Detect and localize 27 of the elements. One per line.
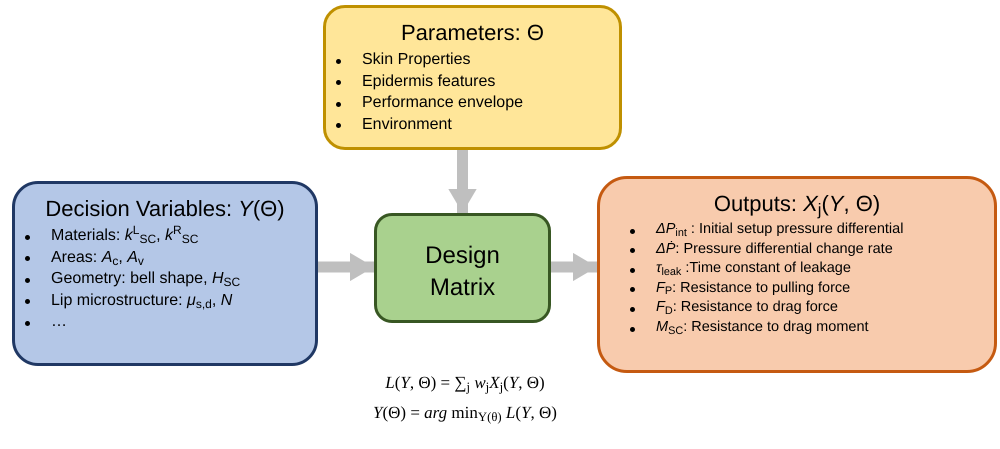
bullet-text: τ$_{leak}$ :Time constant of leakage xyxy=(656,260,851,276)
bullet-text: F$_{P}$: Resistance to pulling force xyxy=(656,280,850,296)
bullet-text: F$_{D}$: Resistance to drag force xyxy=(656,299,838,316)
box-heading: Decision Variables: Y(Θ) xyxy=(44,195,286,223)
bullet-text: Geometry: bell shape, H$_{SC}$ xyxy=(51,270,240,288)
info-box xyxy=(323,5,622,150)
process-box xyxy=(374,213,551,323)
bullet-text: Lip microstructure: μ$_{s,d}$, N xyxy=(51,292,232,309)
bullet-text: Skin Properties xyxy=(362,51,470,68)
bullet-text: Epidermis features xyxy=(362,72,496,90)
bullet-text: Performance envelope xyxy=(362,94,523,112)
formula: L(Y, Θ) = ∑$_{j}$ w$_{j}$X$_{j}$(Y, Θ) xyxy=(385,372,545,396)
bullet-text: Areas: A$_{c}$, A$_{v}$ xyxy=(51,248,144,266)
block-arrow xyxy=(318,252,374,282)
bullet-text: ΔṖ: Pressure differential change rate xyxy=(656,240,893,257)
bullet-text: Environment xyxy=(362,116,452,133)
formula: Y(Θ) = arg min$_{Y(θ)}$ L(Y, Θ) xyxy=(373,402,557,425)
box-heading: Parameters: Θ xyxy=(400,19,546,47)
bullet-text: M$_{SC}$: Resistance to drag moment xyxy=(656,318,869,335)
bullet-text: ΔP$_{int}$ : Initial setup pressure differential xyxy=(656,221,904,237)
bullet-text: … xyxy=(51,313,67,330)
block-arrow xyxy=(448,150,477,213)
box-heading: Outputs: X$_{j}$(Y, Θ) xyxy=(712,190,882,220)
info-box xyxy=(597,176,997,373)
box-heading: Design Matrix xyxy=(424,240,501,303)
info-box xyxy=(12,181,318,366)
block-arrow xyxy=(551,252,597,282)
